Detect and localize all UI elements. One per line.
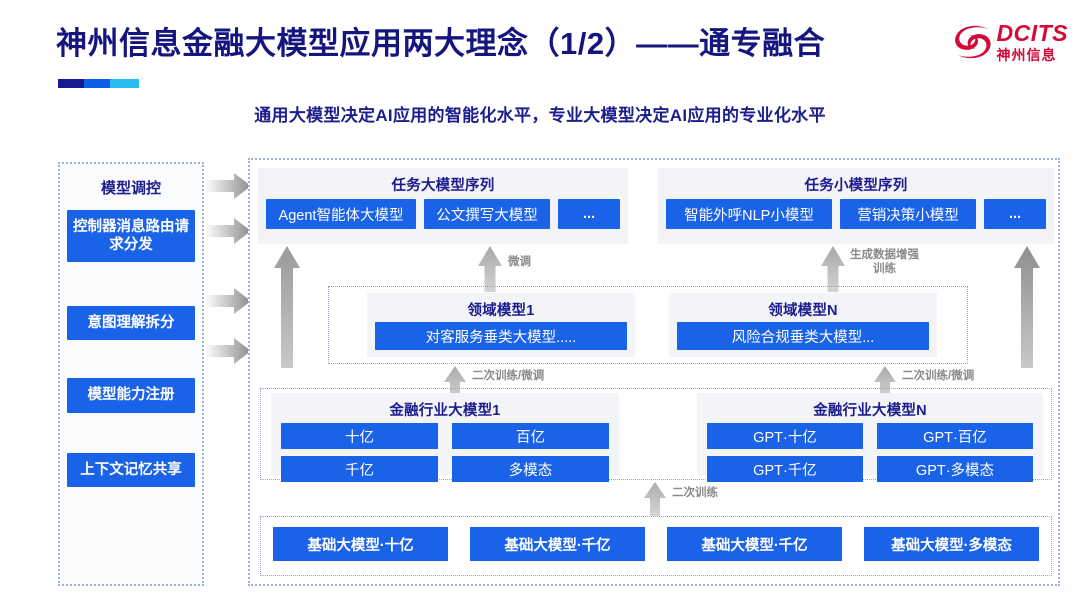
logo-en-label: DCITS — [996, 20, 1068, 46]
flow-arrow-up-icon-data-aug — [821, 246, 845, 292]
domain-model-dashed-wrapper: 领域模型1 对客服务垂类大模型..... 领域模型N 风险合规垂类大模型... — [328, 286, 968, 364]
cell-imn-3[interactable]: GPT·千亿 — [707, 456, 863, 482]
base-model-cell-1[interactable]: 基础大模型·十亿 — [273, 527, 448, 561]
cell-imn-2[interactable]: GPT·百亿 — [877, 423, 1033, 449]
model-control-sidebar: 模型调控 控制器消息路由请求分发 意图理解拆分 模型能力注册 上下文记忆共享 — [58, 162, 204, 586]
arrow-label-retrain-finetune-left: 二次训练/微调 — [472, 370, 545, 382]
chip-document-writing-model[interactable]: 公文撰写大模型 — [424, 199, 550, 229]
title-bar-segment-3 — [110, 79, 139, 88]
sidebar-item-controller-routing[interactable]: 控制器消息路由请求分发 — [67, 210, 195, 263]
domain-model-n-group: 领域模型N 风险合规垂类大模型... — [669, 293, 937, 357]
cell-im1-2[interactable]: 百亿 — [452, 423, 609, 449]
chip-risk-compliance-vertical-model[interactable]: 风险合规垂类大模型... — [677, 322, 929, 350]
sidebar-item-capability-registry[interactable]: 模型能力注册 — [67, 378, 195, 413]
arrow-label-data-augmentation: 生成数据增强 训练 — [850, 249, 919, 275]
flow-arrow-up-icon-left-tall — [274, 246, 300, 368]
industry-model-1-title: 金融行业大模型1 — [389, 403, 501, 419]
base-model-cell-2[interactable]: 基础大模型·千亿 — [470, 527, 645, 561]
task-small-model-title: 任务小模型序列 — [804, 178, 908, 194]
sidebar-item-intent-understanding[interactable]: 意图理解拆分 — [67, 306, 195, 341]
arrow-label-retrain: 二次训练 — [672, 487, 718, 499]
base-model-cell-3[interactable]: 基础大模型·千亿 — [667, 527, 842, 561]
title-bar-segment-1 — [58, 79, 84, 88]
domain-model-n-title: 领域模型N — [768, 303, 838, 319]
flow-arrow-up-icon-finetune — [478, 246, 502, 292]
industry-model-n-group: 金融行业大模型N GPT·十亿 GPT·百亿 GPT·千亿 GPT·多模态 — [697, 393, 1043, 482]
sidebar-item-context-memory-sharing[interactable]: 上下文记忆共享 — [67, 452, 195, 487]
flow-arrow-right-icon-4 — [205, 338, 251, 364]
flow-arrow-up-icon-retrain-right — [874, 366, 896, 400]
chip-task-large-more[interactable]: ... — [558, 199, 620, 229]
task-large-model-chips: Agent智能体大模型 公文撰写大模型 ... — [258, 195, 628, 237]
task-small-model-chips: 智能外呼NLP小模型 营销决策小模型 ... — [658, 195, 1054, 237]
flow-arrow-right-icon-1 — [205, 173, 251, 199]
chip-agent-model[interactable]: Agent智能体大模型 — [266, 199, 416, 229]
chip-customer-service-vertical-model[interactable]: 对客服务垂类大模型..... — [375, 322, 627, 350]
title-bar-segment-2 — [84, 79, 110, 88]
flow-arrow-up-icon-retrain-left — [444, 366, 466, 400]
task-small-model-group: 任务小模型序列 智能外呼NLP小模型 营销决策小模型 ... — [658, 168, 1054, 244]
cell-imn-4[interactable]: GPT·多模态 — [877, 456, 1033, 482]
industry-model-1-group: 金融行业大模型1 十亿 百亿 千亿 多模态 — [271, 393, 619, 482]
base-model-cell-4[interactable]: 基础大模型·多模态 — [864, 527, 1039, 561]
chip-marketing-decision-model[interactable]: 营销决策小模型 — [840, 199, 976, 229]
page-title: 神州信息金融大模型应用两大理念（1/2）——通专融合 — [56, 26, 826, 61]
industry-model-n-title: 金融行业大模型N — [813, 403, 927, 419]
dcits-logo: DCITS 神州信息 — [953, 22, 1069, 62]
title-underline-bar — [58, 79, 139, 88]
flow-arrow-up-icon-retrain-base — [644, 482, 666, 516]
base-model-row: 基础大模型·十亿 基础大模型·千亿 基础大模型·千亿 基础大模型·多模态 — [261, 517, 1051, 571]
page-subtitle: 通用大模型决定AI应用的智能化水平，专业大模型决定AI应用的专业化水平 — [254, 106, 826, 125]
chip-outbound-nlp-model[interactable]: 智能外呼NLP小模型 — [666, 199, 832, 229]
sidebar-title: 模型调控 — [100, 180, 161, 197]
architecture-main-panel: 任务大模型序列 Agent智能体大模型 公文撰写大模型 ... 任务小模型序列 … — [248, 158, 1060, 586]
base-model-dashed-wrapper: 基础大模型·十亿 基础大模型·千亿 基础大模型·千亿 基础大模型·多模态 — [260, 516, 1052, 576]
dcits-logo-text: DCITS 神州信息 — [996, 20, 1069, 63]
cell-imn-1[interactable]: GPT·十亿 — [707, 423, 863, 449]
dcits-logo-mark-icon — [954, 25, 991, 59]
arrow-label-finetune: 微调 — [508, 256, 531, 268]
domain-model-1-title: 领域模型1 — [467, 303, 535, 319]
flow-arrow-right-icon-2 — [205, 218, 251, 244]
flow-arrow-up-icon-right-tall — [1014, 246, 1040, 368]
task-large-model-group: 任务大模型序列 Agent智能体大模型 公文撰写大模型 ... — [258, 168, 628, 244]
cell-im1-1[interactable]: 十亿 — [281, 423, 438, 449]
logo-cn-label: 神州信息 — [996, 47, 1057, 63]
chip-task-small-more[interactable]: ... — [984, 199, 1046, 229]
cell-im1-3[interactable]: 千亿 — [281, 456, 438, 482]
flow-arrow-right-icon-3 — [205, 288, 251, 314]
domain-model-1-group: 领域模型1 对客服务垂类大模型..... — [367, 293, 635, 357]
industry-model-n-cells: GPT·十亿 GPT·百亿 GPT·千亿 GPT·多模态 — [697, 420, 1043, 491]
arrow-label-retrain-finetune-right: 二次训练/微调 — [902, 370, 975, 382]
task-large-model-title: 任务大模型序列 — [391, 178, 495, 194]
industry-model-dashed-wrapper: 金融行业大模型1 十亿 百亿 千亿 多模态 金融行业大模型N GPT·十亿 GP… — [260, 388, 1052, 482]
cell-im1-4[interactable]: 多模态 — [452, 456, 609, 482]
industry-model-1-cells: 十亿 百亿 千亿 多模态 — [271, 420, 619, 491]
